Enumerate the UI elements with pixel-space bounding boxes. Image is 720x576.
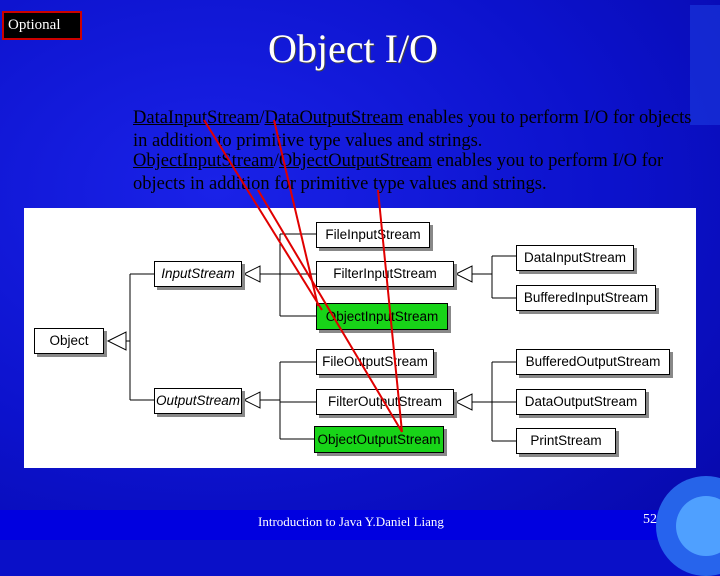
paragraph-object-streams: ObjectInputStream/ObjectOutputStream ena… <box>133 150 703 195</box>
link-object-input-stream[interactable]: ObjectInputStream <box>133 151 274 171</box>
buffered-output-stream-box: BufferedOutputStream <box>516 349 670 375</box>
input-stream-box: InputStream <box>154 261 242 287</box>
file-output-stream-box: FileOutputStream <box>316 349 434 375</box>
separator: / <box>259 108 265 128</box>
link-data-output-stream[interactable]: DataOutputStream <box>264 108 404 128</box>
object-class-box: Object <box>34 328 104 354</box>
print-stream-box: PrintStream <box>516 428 616 454</box>
decorative-bar <box>690 5 720 125</box>
inheritance-arrow <box>454 393 473 411</box>
object-output-stream-box: ObjectOutputStream <box>314 426 444 453</box>
inheritance-arrow <box>454 265 473 283</box>
optional-badge: Optional <box>2 11 82 40</box>
object-input-stream-box: ObjectInputStream <box>316 303 448 330</box>
footer-band <box>0 510 720 540</box>
slide-title: Object I/O <box>268 26 438 71</box>
link-object-output-stream[interactable]: ObjectOutputStream <box>278 151 433 171</box>
paragraph-data-streams: DataInputStream/DataOutputStream enables… <box>133 107 703 152</box>
inheritance-arrow <box>242 391 261 409</box>
filter-input-stream-box: FilterInputStream <box>316 261 454 287</box>
footer-text: Introduction to Java Y.Daniel Liang <box>258 514 444 529</box>
filter-output-stream-box: FilterOutputStream <box>316 389 454 415</box>
output-stream-box: OutputStream <box>154 388 242 414</box>
class-hierarchy-diagram: Object InputStream OutputStream FileInpu… <box>24 208 696 468</box>
link-data-input-stream[interactable]: DataInputStream <box>133 108 260 128</box>
inheritance-arrow <box>106 331 127 351</box>
page-number: 52 <box>643 512 657 527</box>
data-input-stream-box: DataInputStream <box>516 245 634 271</box>
buffered-input-stream-box: BufferedInputStream <box>516 285 656 311</box>
data-output-stream-box: DataOutputStream <box>516 389 646 415</box>
file-input-stream-box: FileInputStream <box>316 222 430 248</box>
inheritance-arrow <box>242 265 261 283</box>
